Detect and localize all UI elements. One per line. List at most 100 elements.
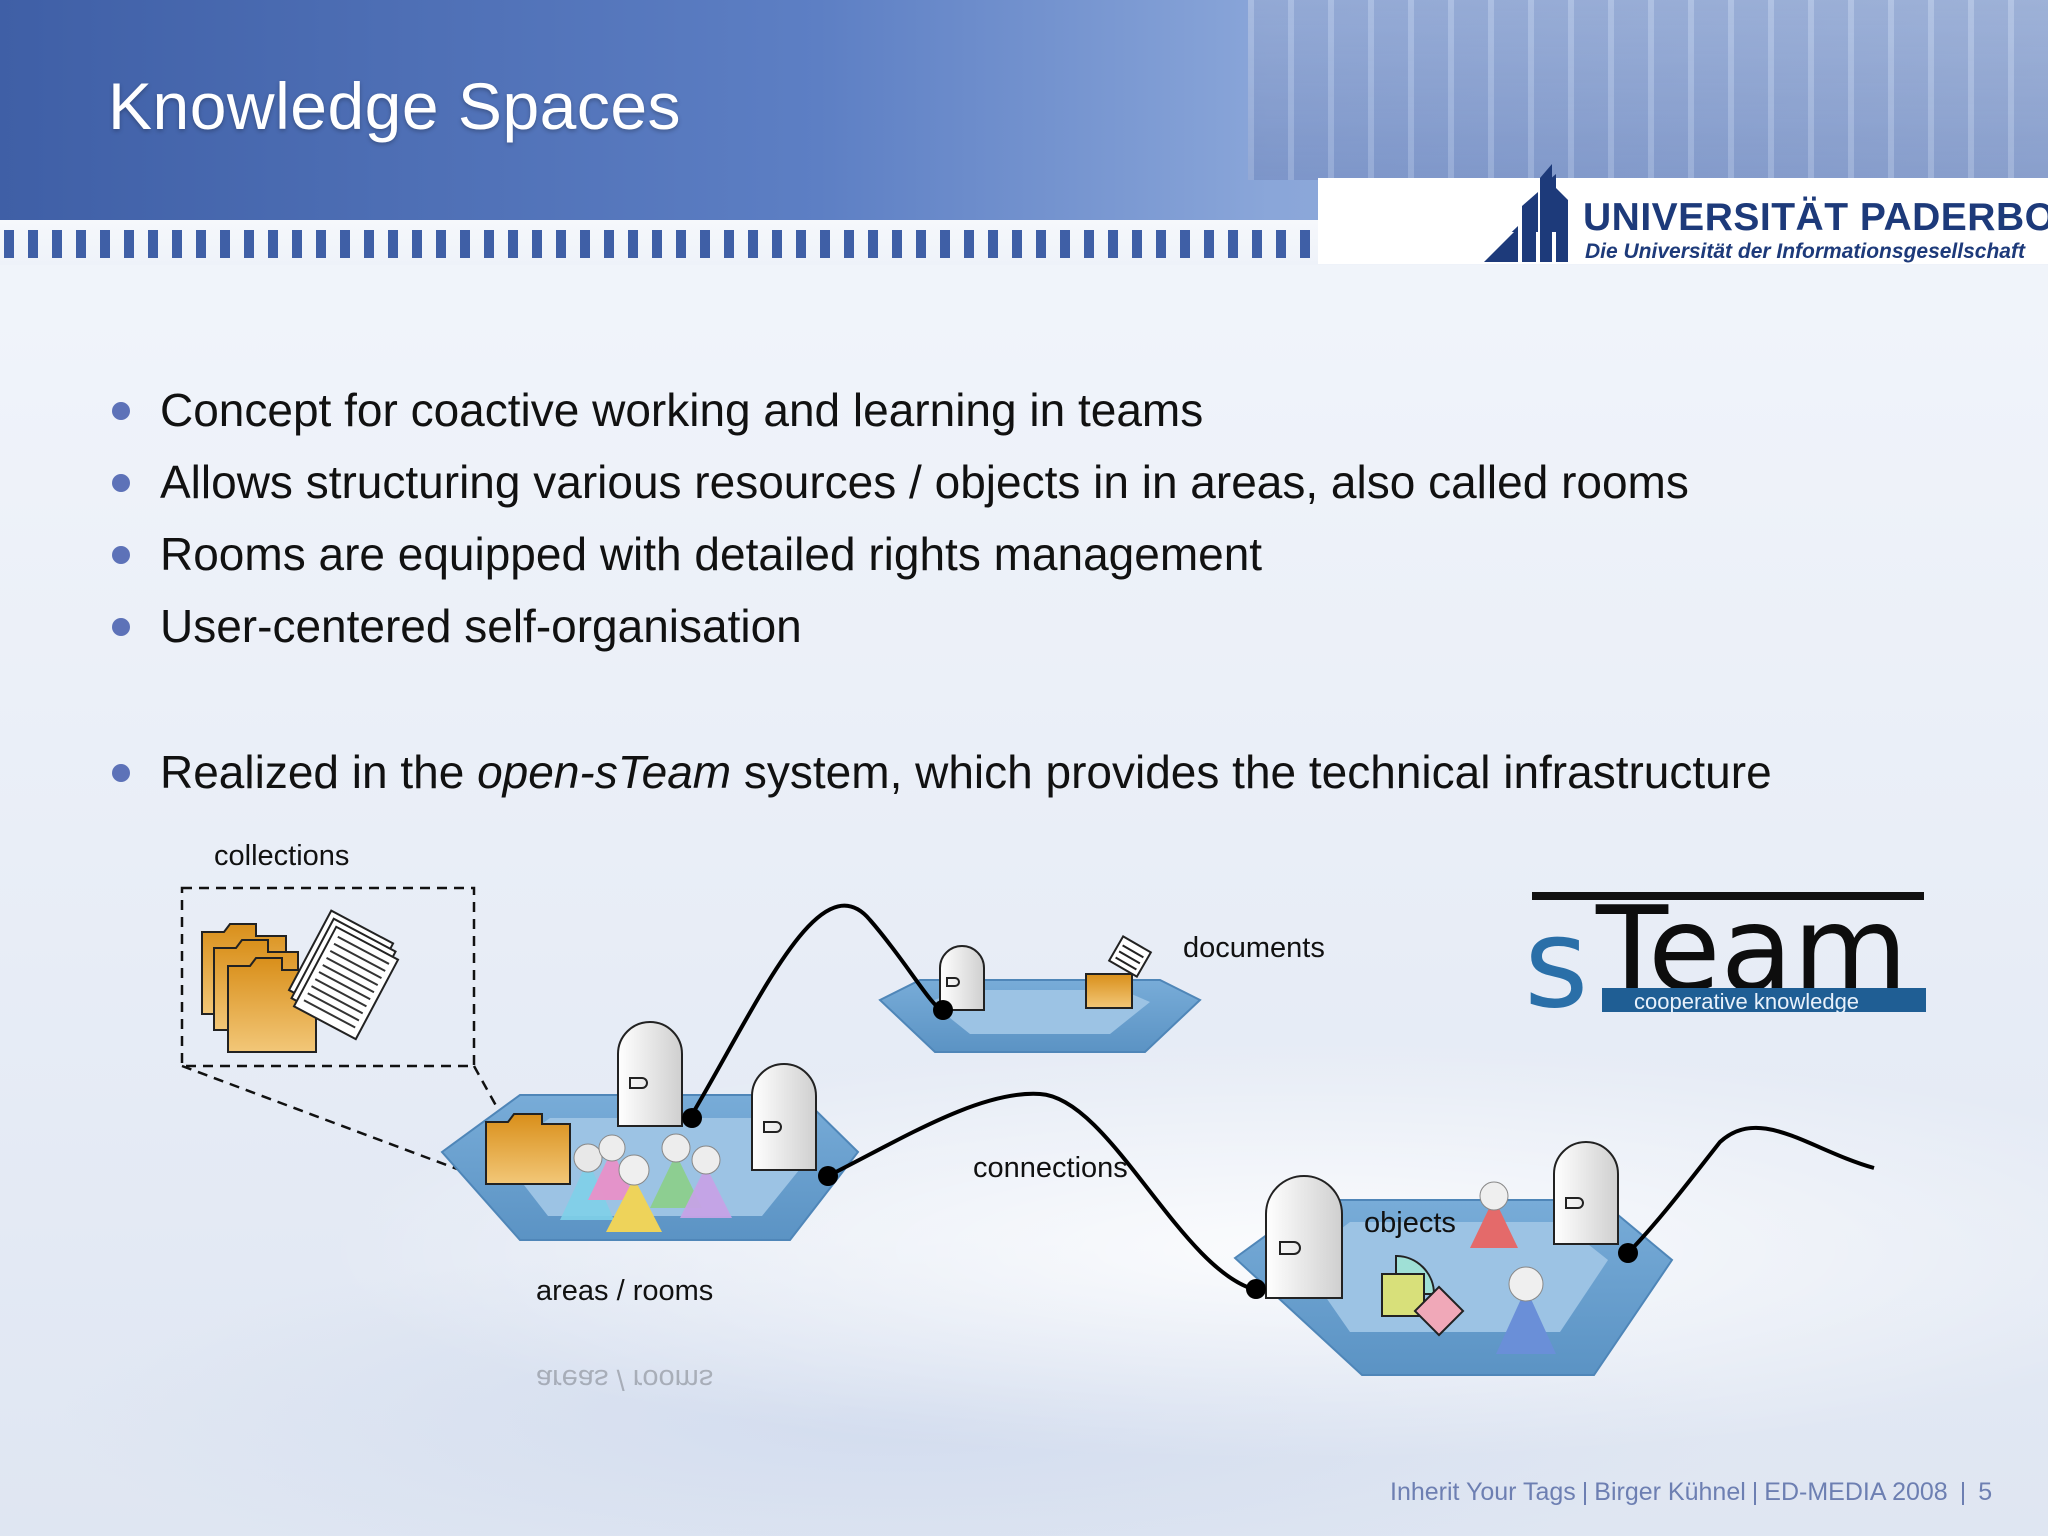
university-tagline: Die Universität der Informationsgesellsc… [1585,240,2025,263]
header-tick [196,230,206,258]
connection-node [1618,1243,1638,1263]
door-icon [617,1021,683,1127]
bullet-dot-icon [112,402,130,420]
header-tick [268,230,278,258]
header-tick [148,230,158,258]
header-tick [1228,230,1238,258]
room-areas [440,1021,860,1241]
slide-title: Knowledge Spaces [108,69,682,143]
connection-line [827,1091,1257,1292]
header-tick [388,230,398,258]
header-tick [628,230,638,258]
header-tick [1012,230,1022,258]
header-tick [748,230,758,258]
header-tick [76,230,86,258]
header-tick [316,230,326,258]
user-icon [1470,1198,1518,1248]
university-name: UNIVERSITÄT PADERBORN [1583,196,2048,239]
bullet-text: Concept for coactive working and learnin… [160,384,1204,436]
bullet-dot-icon [112,764,130,782]
bullet-dot-icon [112,474,130,492]
header-tick [1060,230,1070,258]
label-connections: connections [973,1152,1128,1184]
university-emblem-icon [1484,164,1568,262]
steam-logo: sTeam s Team cooperative knowledge [1524,880,1926,1036]
header-tick [244,230,254,258]
collections-pointer [181,1064,493,1184]
bullet-text-after: system, which provides the technical inf… [731,746,1772,798]
header-tick [1036,230,1046,258]
slide-footer: Inherit Your Tags|Birger Kühnel|ED-MEDIA… [1390,1478,1993,1506]
user-group-icon [560,1133,732,1232]
header-tick [652,230,662,258]
document-icon [1107,935,1153,979]
header-tick [772,230,782,258]
header-tick [604,230,614,258]
label-areas-rooms: areas / rooms [536,1275,713,1307]
door-icon [939,945,985,1011]
header-tick [724,230,734,258]
header-tick [1204,230,1214,258]
header-tick [1108,230,1118,258]
bullet-item: Allows structuring various resources / o… [110,454,1990,526]
user-icon [1496,1288,1556,1354]
header-tick-bar [4,230,1478,258]
label-documents: documents [1183,932,1325,964]
bullet-text: Rooms are equipped with detailed rights … [160,528,1263,580]
header-tick [100,230,110,258]
header-tick [292,230,302,258]
header-tick [1084,230,1094,258]
connection-node [1246,1279,1266,1299]
slide-header: Knowledge Spaces [0,0,2048,262]
bullet-item: Rooms are equipped with detailed rights … [110,526,1990,598]
header-tick [436,230,446,258]
objects-icon [1381,1254,1465,1337]
header-tick [700,230,710,258]
document-stack-icon [287,909,400,1041]
header-tick [412,230,422,258]
header-tick [532,230,542,258]
header-tick [508,230,518,258]
connection-line [688,903,944,1120]
header-tick [844,230,854,258]
header-tick [460,230,470,258]
bullet-emphasis: open-sTeam [477,746,732,798]
header-tick [1252,230,1262,258]
footer-event: ED-MEDIA 2008 [1764,1478,1948,1506]
collections-box [180,886,476,1068]
header-tick [1180,230,1190,258]
header-tick [820,230,830,258]
campus-photo [1248,0,2048,180]
steam-logo-tagline: cooperative knowledge [1634,989,1859,1014]
header-tick [484,230,494,258]
university-logo [1318,174,2048,264]
header-tick [28,230,38,258]
header-tick [676,230,686,258]
footer-talk: Inherit Your Tags [1390,1478,1576,1506]
room-objects [1233,1141,1674,1376]
header-tick [964,230,974,258]
header-tick [340,230,350,258]
footer-page-number: 5 [1978,1478,1993,1506]
room-documents [878,935,1202,1053]
folder-icon [485,1113,571,1185]
bullet-dot-icon [112,618,130,636]
connection-line [1626,1125,1875,1255]
header-tick [1276,230,1286,258]
bullet-text: User-centered self-organisation [160,600,802,652]
header-tick [1300,230,1310,258]
steam-logo-s-letter: s [1524,892,1589,1036]
header-tick [580,230,590,258]
bullet-item: User-centered self-organisation [110,598,1990,670]
knowledge-space-diagram: collections [180,840,1926,1395]
folder-icon [1085,973,1133,1009]
header-tick [1156,230,1166,258]
header-tick [796,230,806,258]
door-icon [1553,1141,1619,1245]
footer-author: Birger Kühnel [1594,1478,1746,1506]
bullet-text: Allows structuring various resources / o… [160,456,1689,508]
header-tick [172,230,182,258]
header-tick [868,230,878,258]
header-tick [1132,230,1142,258]
header-tick [988,230,998,258]
